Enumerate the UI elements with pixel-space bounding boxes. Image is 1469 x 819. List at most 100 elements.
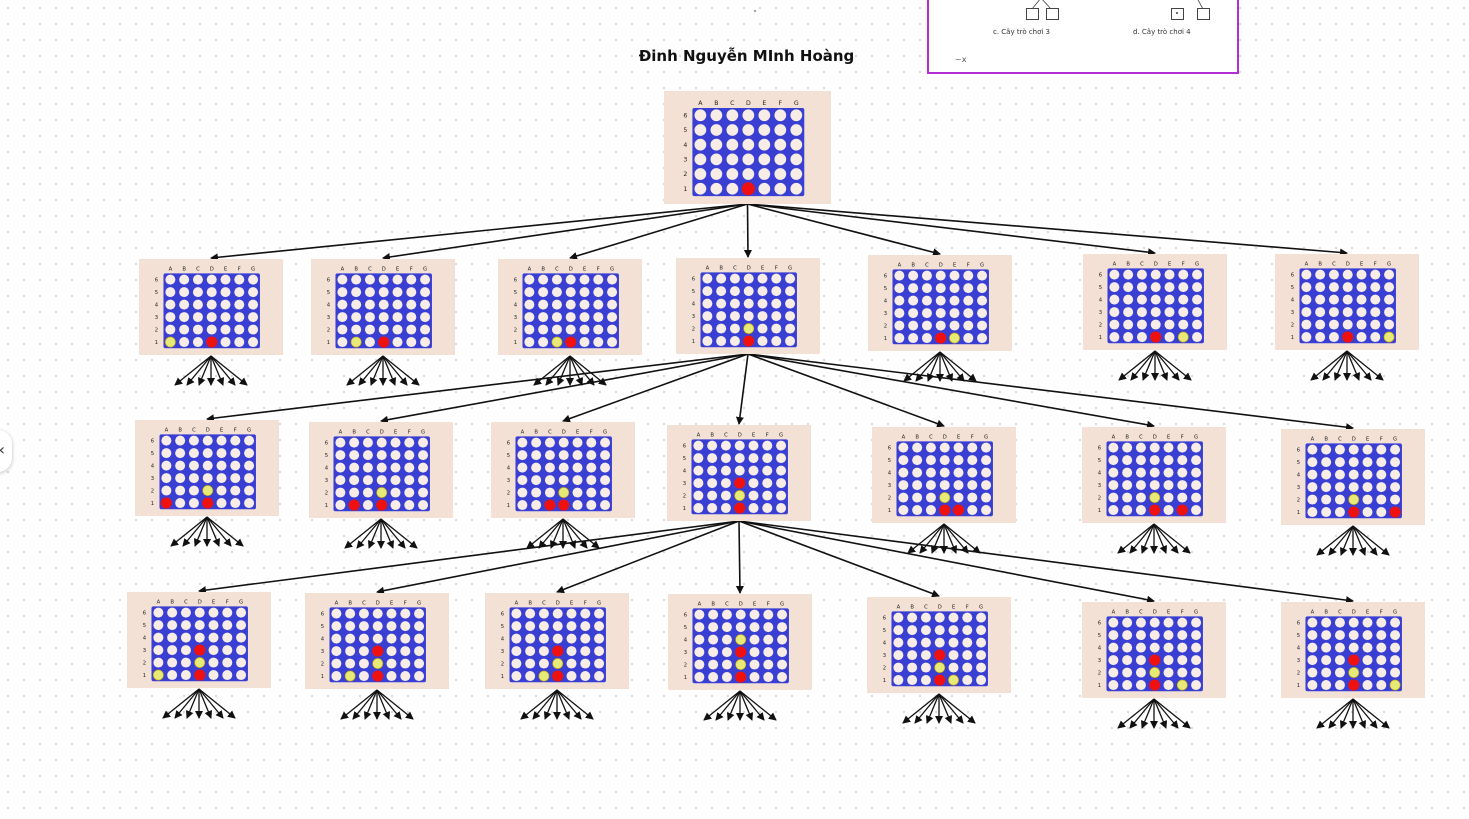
empty-slot — [1163, 455, 1174, 466]
empty-slot — [358, 671, 369, 682]
empty-slot — [742, 153, 755, 166]
empty-slot — [230, 473, 241, 484]
empty-slot — [1150, 307, 1161, 318]
empty-slot — [378, 299, 389, 310]
empty-slot — [192, 299, 203, 310]
empty-slot — [192, 287, 203, 298]
empty-slot — [716, 336, 727, 347]
empty-slot — [1149, 455, 1160, 466]
yellow-piece — [344, 670, 356, 682]
tree-edge — [943, 523, 981, 554]
empty-slot — [414, 671, 425, 682]
empty-slot — [1108, 630, 1119, 641]
tree-edge — [938, 693, 964, 724]
empty-slot — [908, 295, 919, 306]
empty-slot — [600, 450, 611, 461]
red-piece — [378, 336, 390, 348]
empty-slot — [244, 435, 255, 446]
column-label: B — [1125, 434, 1129, 440]
row-label: 2 — [1098, 670, 1101, 676]
empty-slot — [404, 500, 415, 511]
empty-slot — [693, 503, 704, 514]
empty-slot — [1376, 444, 1387, 455]
empty-slot — [1136, 294, 1147, 305]
row-label: 5 — [684, 625, 687, 631]
empty-slot — [1178, 282, 1189, 293]
empty-slot — [593, 312, 604, 323]
row-label: 6 — [507, 440, 511, 446]
row-label: 2 — [684, 662, 687, 668]
empty-slot — [1370, 282, 1381, 293]
tree-edge — [569, 203, 748, 260]
empty-slot — [977, 283, 988, 294]
tree-edge — [926, 351, 941, 382]
empty-slot — [1109, 307, 1120, 318]
empty-slot — [785, 273, 796, 284]
empty-slot — [912, 492, 923, 503]
empty-slot — [1149, 480, 1160, 491]
tree-edge — [1352, 698, 1390, 729]
empty-slot — [404, 475, 415, 486]
empty-slot — [893, 625, 904, 636]
empty-slot — [175, 473, 186, 484]
tree-edge — [1140, 698, 1155, 729]
empty-slot — [180, 670, 191, 681]
empty-slot — [893, 612, 904, 623]
tree-edge — [206, 516, 244, 547]
row-label: 1 — [883, 678, 886, 684]
yellow-piece — [558, 487, 570, 498]
tree-edge — [526, 518, 564, 549]
row-label: 6 — [151, 438, 155, 444]
tree-edge — [1153, 698, 1168, 729]
empty-slot — [208, 670, 219, 681]
yellow-piece — [949, 332, 960, 344]
tree-edge — [1129, 698, 1155, 729]
red-piece — [558, 499, 570, 511]
empty-slot — [358, 608, 369, 619]
empty-slot — [179, 337, 190, 348]
empty-slot — [1307, 469, 1318, 480]
empty-slot — [566, 608, 577, 619]
empty-slot — [757, 286, 768, 297]
empty-slot — [1328, 282, 1339, 293]
empty-slot — [511, 671, 522, 682]
tree-edge — [1130, 350, 1156, 381]
empty-slot — [762, 503, 773, 514]
empty-slot — [729, 273, 740, 284]
empty-slot — [721, 672, 732, 683]
row-label: 3 — [683, 481, 686, 487]
empty-slot — [188, 473, 199, 484]
empty-slot — [593, 299, 604, 310]
row-label: 5 — [151, 451, 154, 457]
empty-slot — [763, 622, 774, 633]
reference-image-frame[interactable]: c. Cây trò chơi 3 d. Cây trò chơi 4 — [927, 0, 1239, 74]
tree-edge — [198, 520, 740, 595]
empty-slot — [743, 311, 754, 322]
empty-slot — [1191, 480, 1202, 491]
row-label: 4 — [683, 468, 687, 474]
column-label: C — [1338, 436, 1342, 442]
empty-slot — [790, 182, 803, 195]
empty-slot — [1108, 455, 1119, 466]
column-label: A — [902, 434, 906, 440]
side-panel-toggle[interactable]: ‹ — [0, 430, 12, 472]
empty-slot — [236, 607, 247, 618]
row-label: 4 — [692, 301, 696, 307]
row-label: 4 — [501, 636, 505, 642]
empty-slot — [948, 612, 959, 623]
empty-slot — [1122, 442, 1133, 453]
empty-slot — [1321, 469, 1332, 480]
empty-slot — [762, 465, 773, 476]
empty-slot — [962, 625, 973, 636]
row-label: 1 — [683, 506, 686, 512]
empty-slot — [1307, 680, 1318, 691]
column-label: G — [423, 266, 427, 272]
empty-slot — [1315, 294, 1326, 305]
empty-slot — [1334, 482, 1345, 493]
tree-edge — [938, 693, 953, 724]
empty-slot — [1328, 319, 1339, 330]
empty-slot — [414, 621, 425, 632]
empty-slot — [776, 440, 787, 451]
